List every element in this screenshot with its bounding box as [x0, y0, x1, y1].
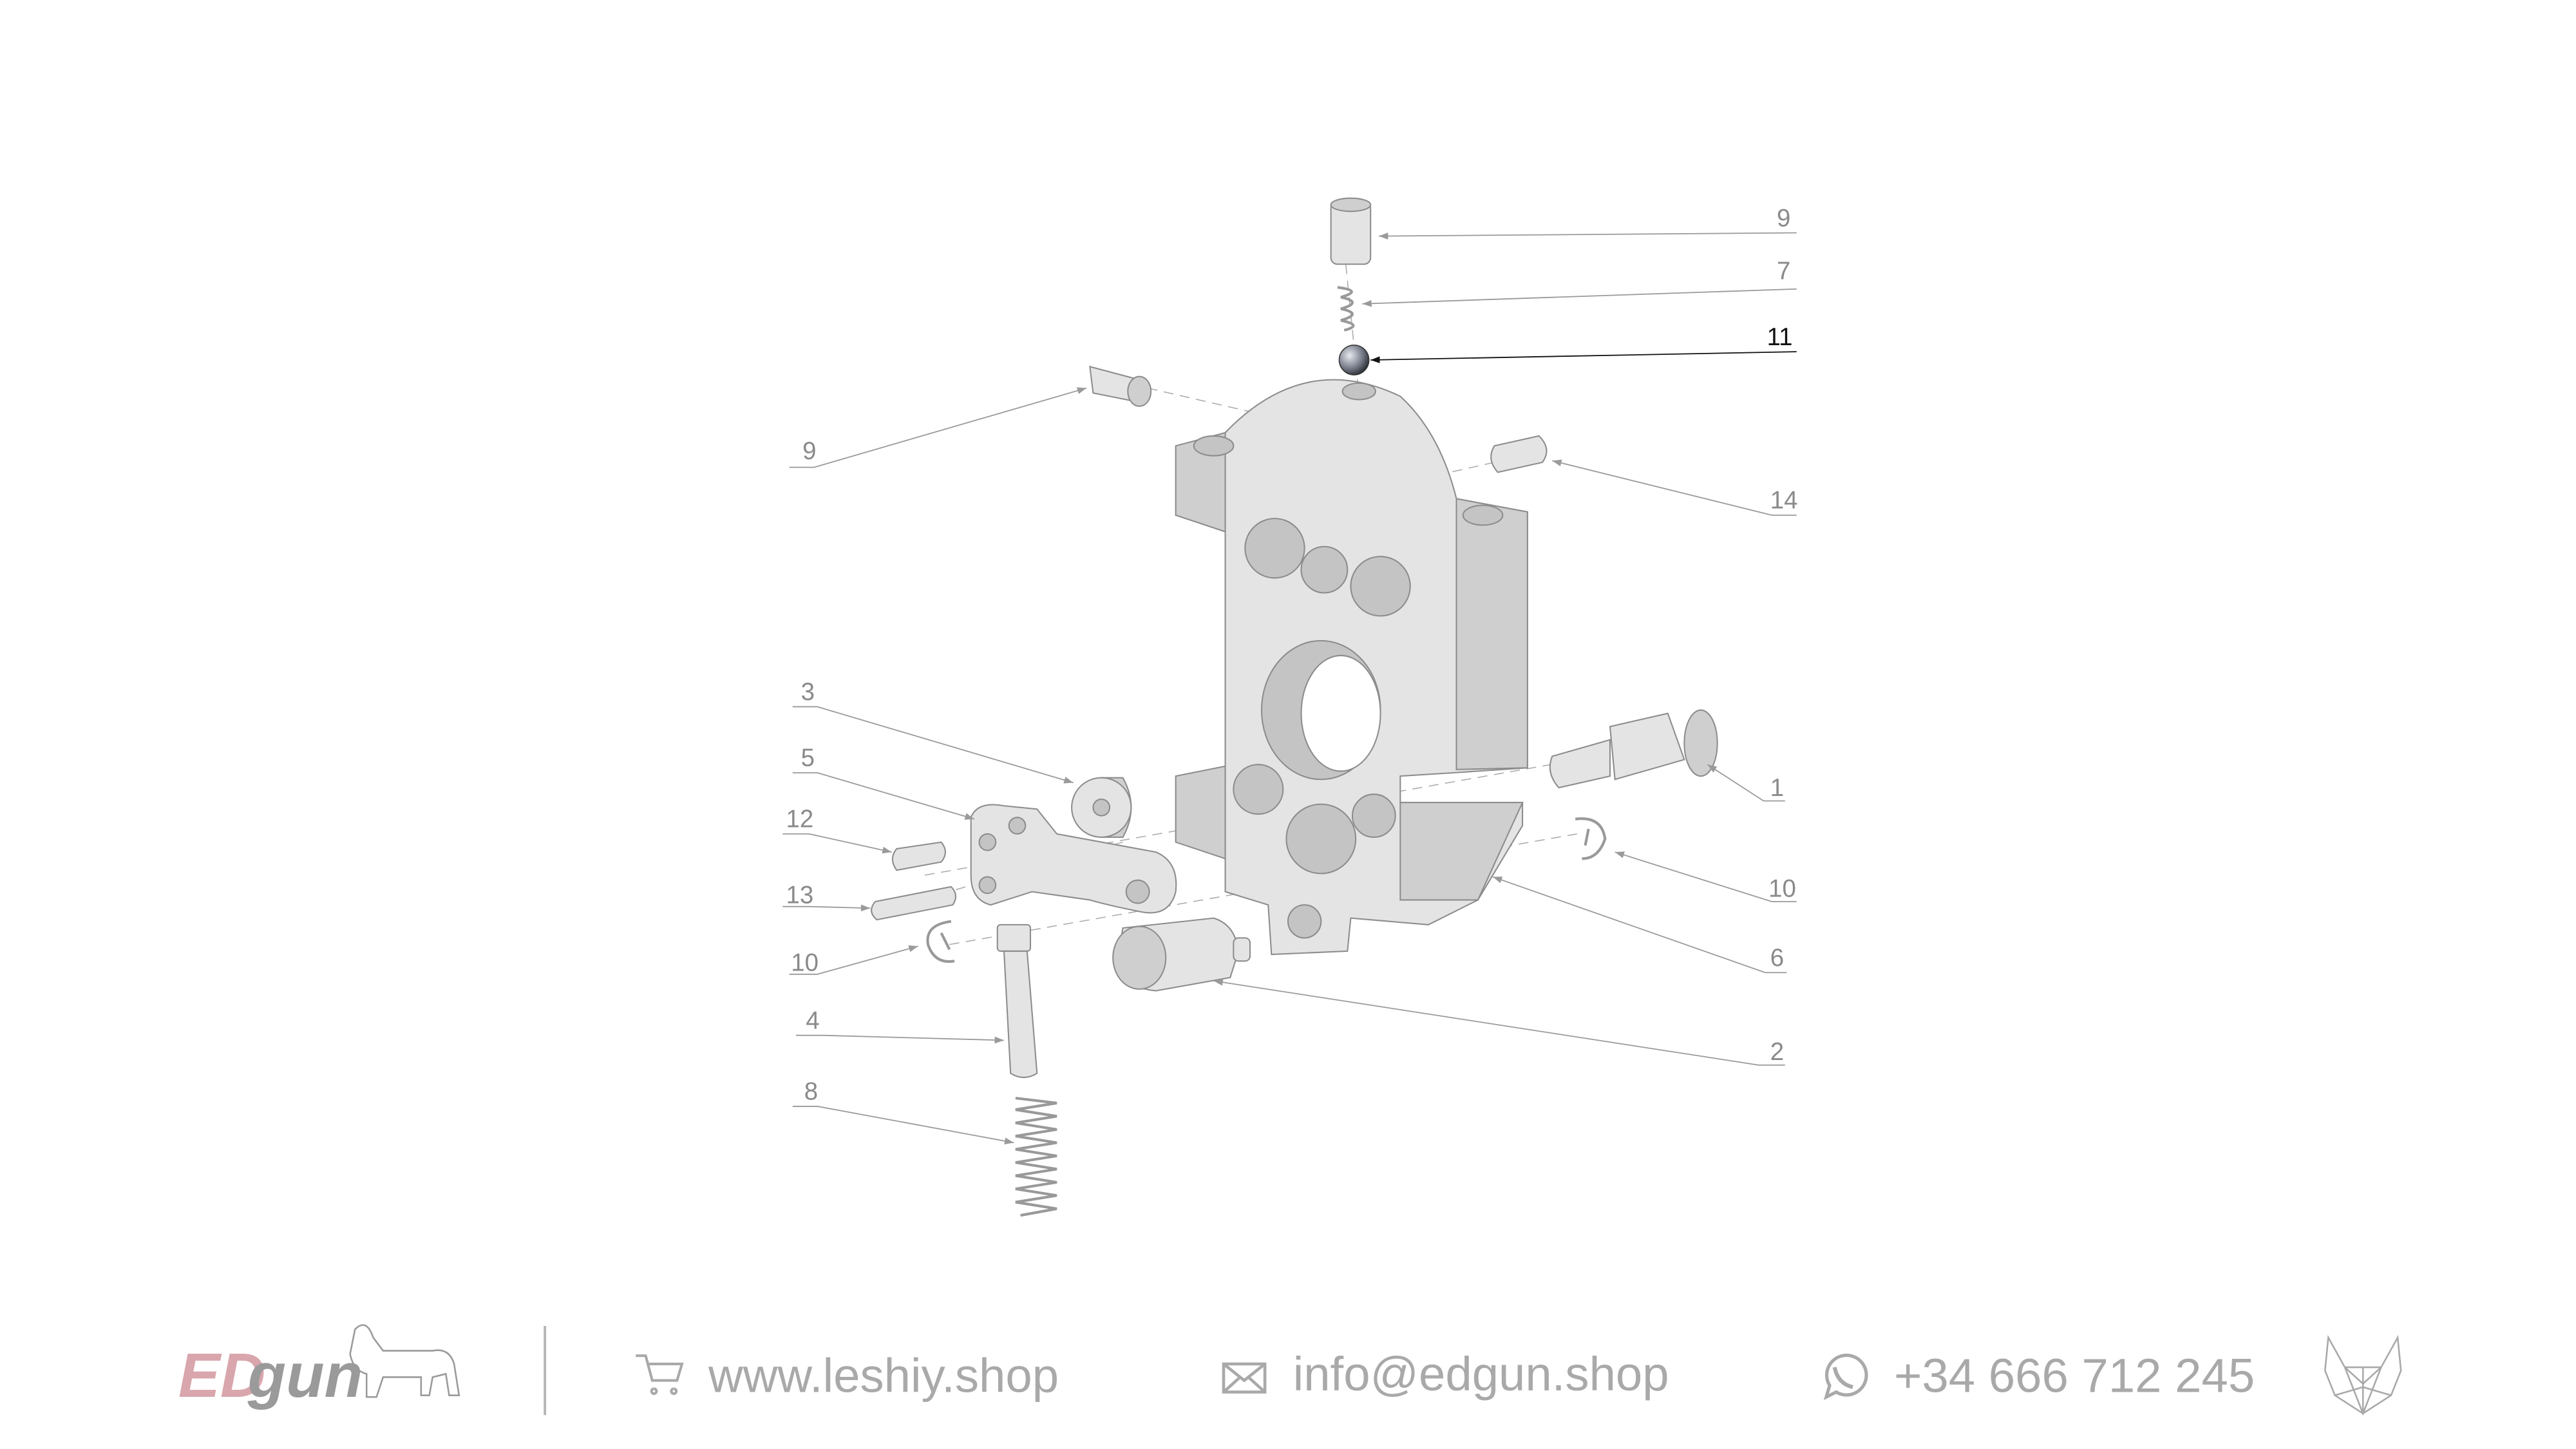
callout-9-left: 9: [802, 437, 816, 465]
whatsapp-icon: [1823, 1353, 1868, 1401]
part-4-plunger: [996, 923, 1038, 1079]
email-link[interactable]: info@edgun.shop: [1222, 1347, 1669, 1401]
callout-labels: 9 7 11 9 14 3 5 12 13 10 4 8 1 10 6 2: [786, 204, 1798, 1105]
callout-8: 8: [804, 1078, 818, 1106]
callout-11: 11: [1767, 323, 1793, 351]
website-text[interactable]: www.leshiy.shop: [708, 1349, 1059, 1403]
logo-gun: gun: [247, 1340, 363, 1410]
part-13-pin: [871, 886, 956, 921]
website-link[interactable]: www.leshiy.shop: [636, 1349, 1059, 1403]
callout-10-right: 10: [1768, 875, 1796, 902]
callout-1: 1: [1770, 774, 1784, 802]
email-text[interactable]: info@edgun.shop: [1293, 1347, 1669, 1401]
callout-13: 13: [786, 882, 814, 909]
part-7-spring: [1337, 286, 1355, 332]
part-1-axle: [1549, 709, 1718, 789]
callout-3: 3: [801, 678, 815, 706]
dog-silhouette-icon: [349, 1324, 460, 1398]
callout-10-left: 10: [791, 949, 819, 977]
edgun-logo: ED gun: [178, 1324, 460, 1410]
part-10-clip-left: [926, 920, 955, 963]
phone-text[interactable]: +34 666 712 245: [1894, 1349, 2255, 1403]
phone-link[interactable]: +34 666 712 245: [1823, 1349, 2255, 1403]
part-6-main-block: [1175, 379, 1528, 956]
callout-12: 12: [786, 806, 814, 833]
callout-14: 14: [1770, 487, 1798, 515]
part-11-ball: [1338, 345, 1370, 375]
part-12-pin: [891, 841, 946, 871]
part-9-pin-left: [1089, 365, 1152, 407]
part-3-bushing: [1071, 777, 1132, 838]
envelope-icon: [1222, 1362, 1267, 1394]
part-8-spring: [1015, 1097, 1057, 1217]
cart-icon: [636, 1354, 684, 1396]
logo-ed: ED: [178, 1340, 265, 1410]
part-14-pin: [1490, 435, 1548, 473]
callout-9-top: 9: [1777, 204, 1790, 232]
part-2-cam: [1112, 917, 1251, 992]
callout-7: 7: [1777, 257, 1790, 285]
callout-2: 2: [1770, 1038, 1784, 1066]
callout-6: 6: [1770, 944, 1784, 972]
part-5-lever: [970, 804, 1177, 914]
callout-5: 5: [801, 744, 815, 772]
footer: ED gun www.leshiy.shop info@edgun.shop +…: [178, 1324, 2402, 1416]
part-9-set-screw-top: [1330, 197, 1372, 265]
callout-4: 4: [806, 1007, 819, 1034]
part-10-clip-right: [1575, 817, 1607, 860]
callout-leaders: [782, 232, 1797, 1145]
wolf-head-icon: [2324, 1334, 2402, 1416]
